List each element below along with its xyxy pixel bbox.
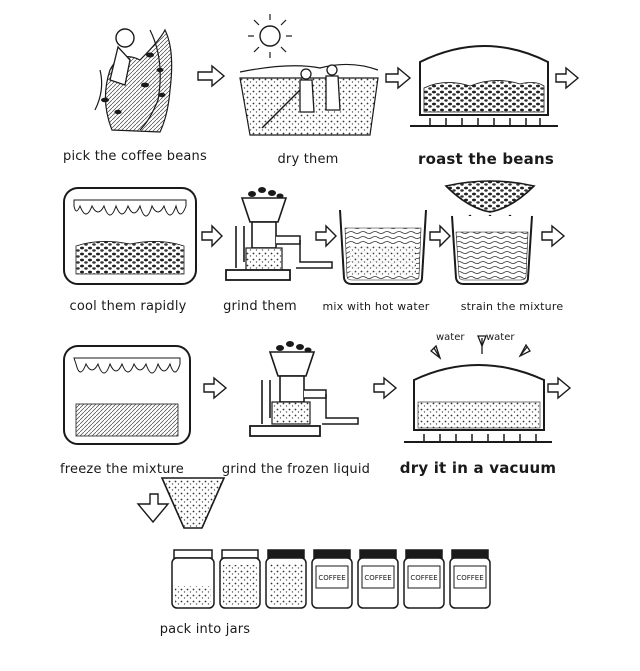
jar-7-label: COFFEE <box>456 574 483 582</box>
step-vacuum-illustration: water water <box>404 332 552 443</box>
jar-2 <box>219 549 261 609</box>
jar-5-label: COFFEE <box>364 574 391 582</box>
label-pack: pack into jars <box>159 622 251 637</box>
arrow-1 <box>197 64 226 88</box>
jar-1 <box>171 549 215 609</box>
jar-6-label: COFFEE <box>410 574 437 582</box>
arrow-2 <box>385 66 412 90</box>
step-roast-illustration <box>410 45 558 127</box>
step-mix-illustration <box>339 209 427 285</box>
label-cool: cool them rapidly <box>69 299 187 314</box>
arrow-4 <box>201 224 223 248</box>
label-roast: roast the beans <box>417 150 555 168</box>
arrow-6 <box>429 224 451 248</box>
jar-6: COFFEE <box>403 549 445 609</box>
label-vacuum: dry it in a vacuum <box>399 459 557 477</box>
arrow-9 <box>373 376 398 400</box>
step-grind1-illustration <box>225 187 333 281</box>
jar-5: COFFEE <box>357 549 399 609</box>
step-cool-illustration <box>63 187 197 285</box>
arrow-11 <box>136 493 170 524</box>
step-grind2-illustration <box>249 341 359 437</box>
arrow-7 <box>541 224 566 248</box>
jars-row: COFFEE COFFEE COFFEE COFFEE <box>171 549 491 609</box>
jar-7: COFFEE <box>449 549 491 609</box>
label-grind1: grind them <box>223 299 297 314</box>
step-pick-illustration <box>94 28 173 133</box>
jar-3 <box>265 549 307 609</box>
label-mix: mix with hot water <box>322 300 430 313</box>
arrow-5 <box>315 224 337 248</box>
jar-4: COFFEE <box>311 549 353 609</box>
label-freeze: freeze the mixture <box>59 462 185 477</box>
step-freeze-illustration <box>63 345 191 445</box>
label-dry: dry them <box>277 152 339 167</box>
arrow-10 <box>547 376 572 400</box>
label-strain: strain the mixture <box>460 300 564 313</box>
water-label-right: water <box>486 332 515 343</box>
step-strain-illustration <box>444 180 536 285</box>
label-grind2: grind the frozen liquid <box>221 462 371 477</box>
water-label-left: water <box>436 332 465 343</box>
jar-4-label: COFFEE <box>318 574 345 582</box>
step-pack-illustration: COFFEE COFFEE COFFEE COFFEE <box>160 477 491 609</box>
arrow-3 <box>555 66 580 90</box>
label-pick: pick the coffee beans <box>63 149 207 164</box>
arrow-8 <box>203 376 228 400</box>
step-dry-illustration <box>239 14 379 136</box>
